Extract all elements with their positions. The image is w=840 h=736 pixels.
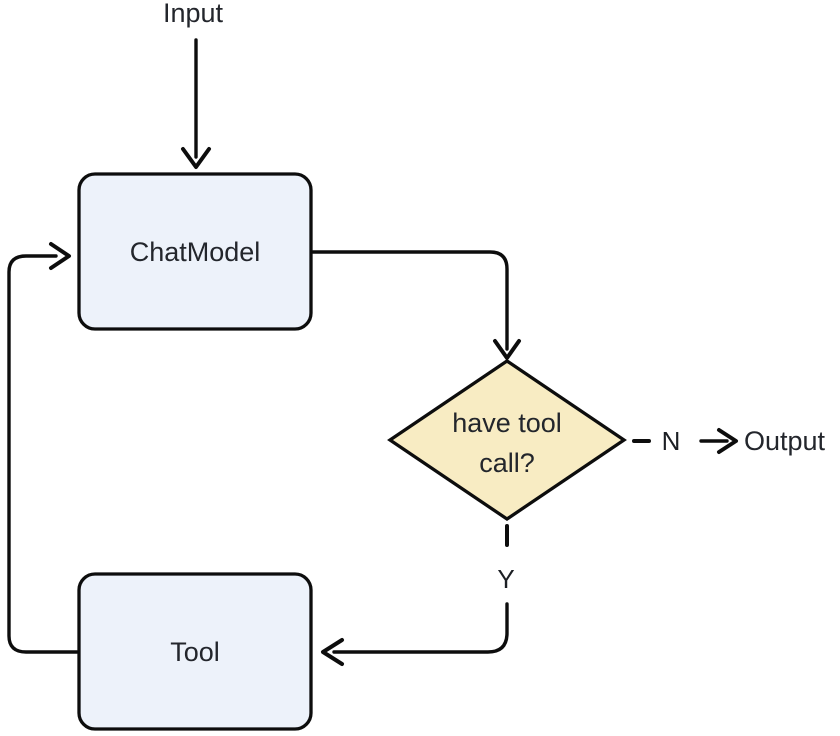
arrowhead-left-tool [321, 638, 344, 666]
no-edge-label: N [662, 426, 681, 456]
chatmodel-label: ChatModel [130, 237, 261, 267]
edge-yes-to-tool [332, 602, 509, 654]
arrowhead-right-output [717, 428, 738, 454]
arrowhead-down-decision [493, 339, 521, 360]
yes-edge-label: Y [497, 564, 514, 594]
output-label: Output [744, 426, 826, 456]
tool-node [77, 572, 313, 731]
tool-label: Tool [170, 637, 220, 667]
arrowhead-right-chatmodel [49, 242, 71, 270]
decision-label-line2: call? [479, 448, 535, 478]
edge-tool-to-chatmodel [7, 254, 79, 654]
edge-chatmodel-to-decision [311, 250, 509, 351]
decision-label-line1: have tool [452, 408, 562, 438]
input-label: Input [163, 0, 224, 28]
decision-diamond [387, 359, 627, 521]
arrowhead-down-input [181, 147, 211, 169]
chatmodel-node [77, 172, 313, 331]
